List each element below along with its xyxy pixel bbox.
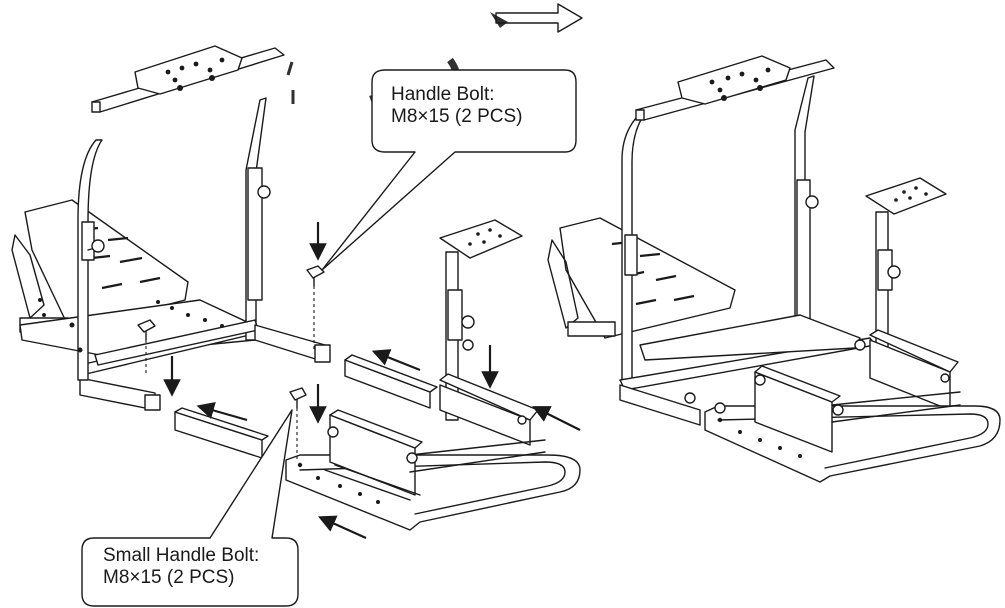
- small-handle-bolt-label: Small Handle Bolt: M8×15 (2 PCS): [103, 545, 259, 589]
- shifter-plate: [439, 219, 523, 259]
- handle-bolt-icon: [306, 265, 325, 350]
- left-stand-frame: [11, 45, 331, 411]
- small-handle-bolt-callout: [81, 409, 299, 607]
- small-handle-bolt-title: Small Handle Bolt:: [103, 545, 260, 566]
- handle-bolt-icon: [137, 319, 156, 375]
- handle-bolt-title: Handle Bolt:: [391, 84, 495, 105]
- left-rail: [79, 377, 156, 411]
- handle-bolt-label: Handle Bolt: M8×15 (2 PCS): [391, 84, 522, 128]
- seat-plate: [24, 199, 189, 331]
- wheel-frame-left-upright: [77, 139, 103, 381]
- right-stand-frame: [547, 55, 1001, 483]
- seat-plate: [559, 217, 736, 339]
- handle-bolt-callout: [321, 69, 577, 271]
- small-handle-bolt-spec: M8×15 (2 PCS): [103, 567, 235, 588]
- small-handle-bolt-icon: [289, 387, 307, 460]
- wheel-mount-plate: [134, 45, 243, 95]
- handle-bolt-spec: M8×15 (2 PCS): [391, 106, 523, 127]
- pedal-base-exploded: [285, 219, 581, 531]
- loose-tube-right: [344, 354, 438, 409]
- direction-arrows: [163, 222, 581, 540]
- step-arrow-icon: [495, 3, 583, 33]
- shifter-plate: [865, 177, 947, 215]
- wheel-mount-plate: [677, 55, 791, 105]
- loose-tube-left: [174, 407, 269, 459]
